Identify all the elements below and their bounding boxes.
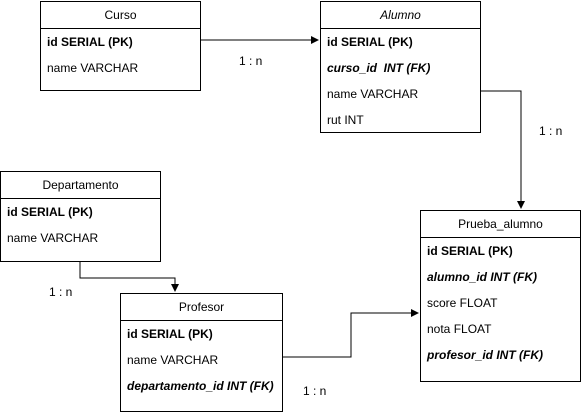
entity-title: Curso	[41, 2, 200, 29]
entity-profesor[interactable]: Profesor id SERIAL (PK) name VARCHAR dep…	[120, 293, 283, 412]
field-id: id SERIAL (PK)	[427, 244, 513, 258]
field-profesor-id: profesor_id INT (FK)	[427, 348, 543, 362]
connector-departamento-to-profesor	[79, 262, 179, 292]
field-id: id SERIAL (PK)	[327, 35, 413, 49]
entity-title: Prueba_alumno	[421, 211, 580, 238]
field-id: id SERIAL (PK)	[127, 327, 213, 341]
entity-title: Profesor	[121, 294, 282, 321]
field-departamento-id: departamento_id INT (FK)	[127, 379, 274, 393]
connector-profesor-to-prueba-alumno	[283, 309, 419, 358]
entity-prueba-alumno[interactable]: Prueba_alumno id SERIAL (PK) alumno_id I…	[420, 210, 581, 382]
entity-title: Departamento	[1, 172, 160, 199]
entity-alumno[interactable]: Alumno id SERIAL (PK) curso_id INT (FK) …	[320, 1, 481, 133]
cardinality-curso-alumno: 1 : n	[239, 54, 263, 68]
connector-alumno-to-prueba-alumno	[481, 90, 525, 209]
field-alumno-id: alumno_id INT (FK)	[427, 270, 537, 284]
cardinality-departamento-profesor: 1 : n	[49, 285, 73, 299]
field-name: name VARCHAR	[7, 231, 99, 245]
cardinality-profesor-prueba-alumno: 1 : n	[303, 384, 327, 398]
entity-title: Alumno	[321, 2, 480, 29]
field-name: name VARCHAR	[327, 87, 419, 101]
field-id: id SERIAL (PK)	[47, 35, 133, 49]
entity-departamento[interactable]: Departamento id SERIAL (PK) name VARCHAR	[0, 171, 161, 262]
field-name: name VARCHAR	[127, 353, 219, 367]
field-curso-id: curso_id INT (FK)	[327, 61, 431, 75]
field-id: id SERIAL (PK)	[7, 205, 93, 219]
field-score: score FLOAT	[427, 296, 498, 310]
field-name: name VARCHAR	[47, 61, 139, 75]
field-rut: rut INT	[327, 113, 364, 127]
entity-curso[interactable]: Curso id SERIAL (PK) name VARCHAR	[40, 1, 201, 91]
cardinality-alumno-prueba-alumno: 1 : n	[539, 124, 563, 138]
field-nota: nota FLOAT	[427, 322, 492, 336]
